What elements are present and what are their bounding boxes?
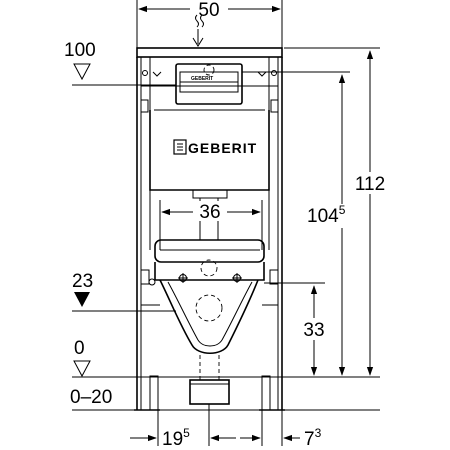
drain-pipe bbox=[189, 355, 230, 405]
wall-hung-wc-bowl bbox=[148, 239, 265, 355]
cistern-brand-logo: GEBERIT bbox=[188, 140, 257, 156]
level-100-marker: 100 bbox=[64, 40, 176, 86]
level-23-marker: 23 bbox=[72, 271, 176, 312]
frame-width-dimension: 50 bbox=[136, 0, 283, 48]
flush-plate: GEBERIT bbox=[175, 63, 243, 105]
plate-brand-logo: GEBERIT bbox=[191, 76, 213, 82]
total-height-label: 1045 bbox=[307, 203, 346, 227]
seat-axis-height-dimension: 33 bbox=[264, 282, 332, 376]
seat-height-label: 23 bbox=[72, 271, 93, 292]
flush-plate-height-label: 100 bbox=[64, 40, 96, 61]
seat-bolt-icon bbox=[178, 273, 242, 283]
frame-depth-dimension: 73 bbox=[240, 410, 322, 450]
water-supply-icon bbox=[192, 14, 204, 47]
outlet-offset-dimension: 195 bbox=[130, 404, 236, 450]
fixing-spacing-label: 36 bbox=[199, 202, 220, 223]
frame-width-label: 50 bbox=[198, 0, 219, 21]
frame-height-label: 112 bbox=[355, 174, 385, 195]
floor-range-label: 0–20 bbox=[70, 387, 112, 408]
fixing-spacing-dimension: 36 bbox=[159, 200, 263, 250]
total-height-dimension: 1045 bbox=[242, 71, 362, 376]
outlet-offset-label: 195 bbox=[162, 426, 190, 450]
level-0-marker: 0 bbox=[72, 338, 380, 378]
concealed-cistern: GEBERIT bbox=[149, 109, 270, 240]
seat-axis-height-label: 33 bbox=[303, 320, 324, 341]
floor-level-label: 0 bbox=[74, 338, 85, 359]
frame-depth-label: 73 bbox=[304, 426, 322, 450]
floor-range-marker: 0–20 bbox=[70, 387, 380, 411]
frame-height-dimension: 112 bbox=[284, 47, 388, 376]
